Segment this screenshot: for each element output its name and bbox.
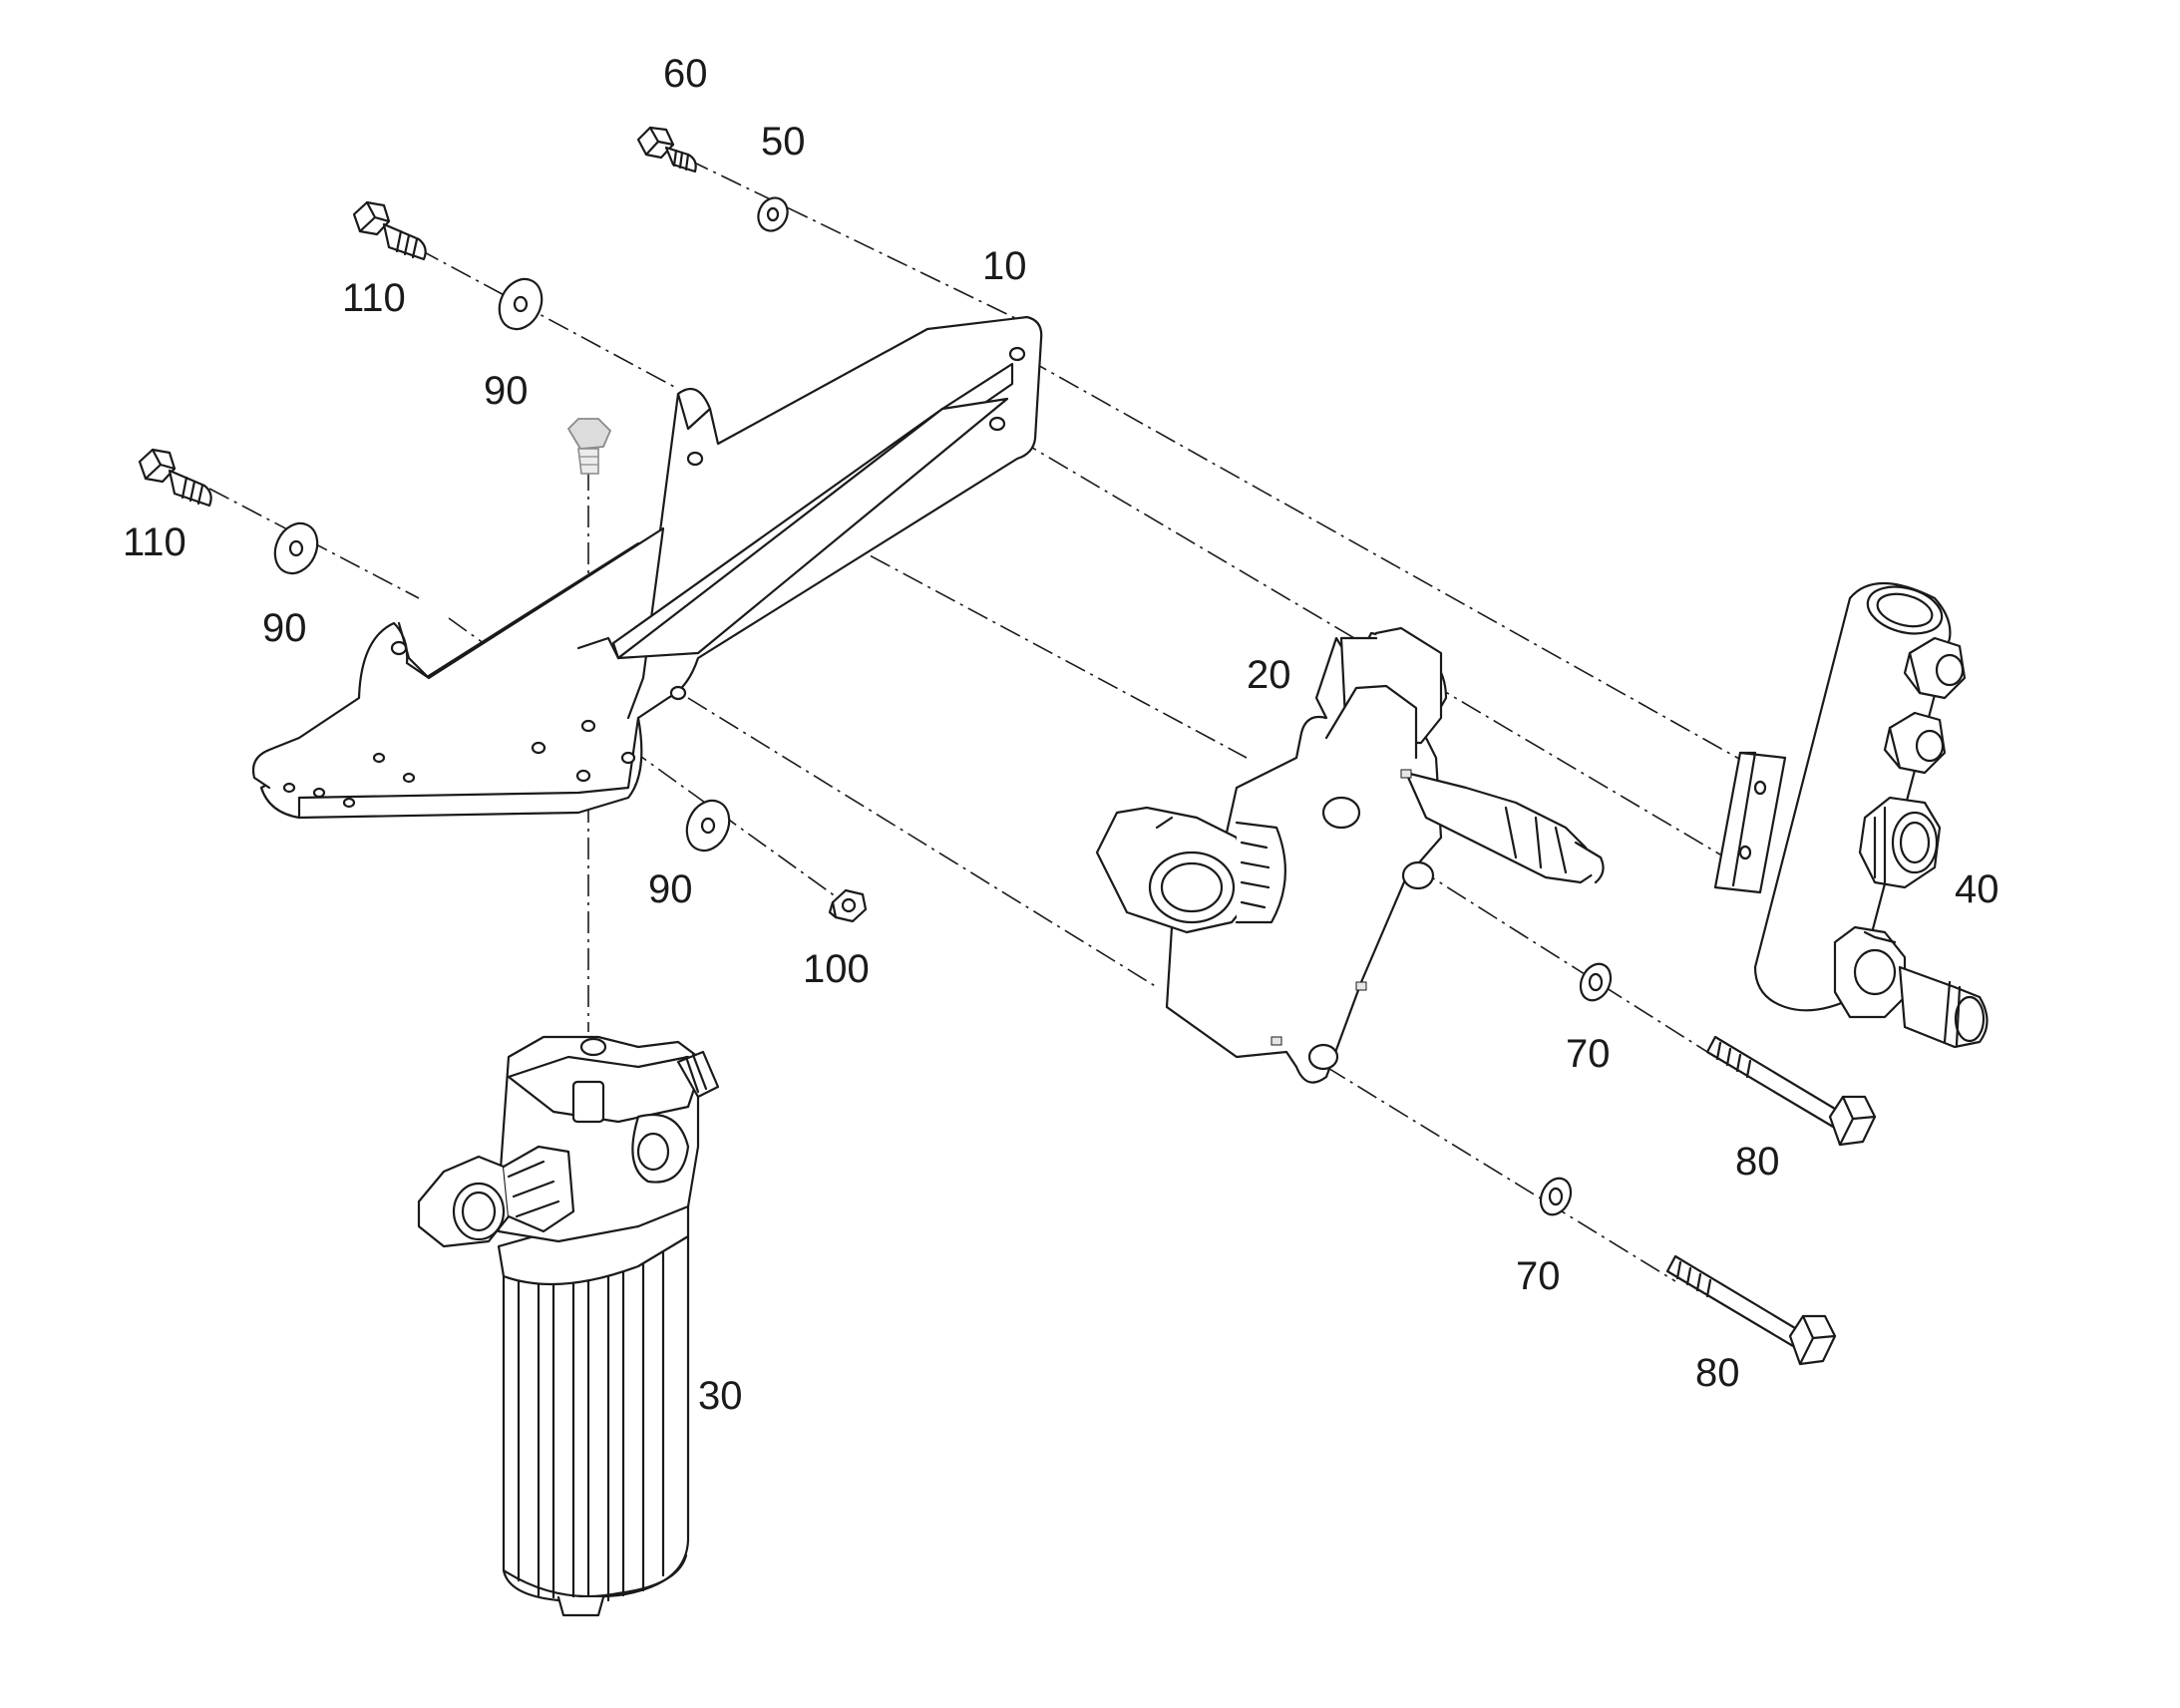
callout-100: 100 [803,947,870,991]
bolt-part-80-lower [1665,1254,1837,1366]
callout-20: 20 [1247,653,1291,697]
gray-bolt [566,418,612,475]
bolt-part-110-upper [352,200,427,261]
washer-part-50 [757,196,789,232]
callout-110-upper: 110 [342,276,406,320]
callout-70-lower: 70 [1516,1254,1561,1298]
callout-60: 60 [663,52,708,96]
callout-30: 30 [698,1374,743,1418]
callout-80-lower: 80 [1695,1351,1740,1395]
bolt-part-60 [636,126,697,173]
washer-part-90-c [685,799,731,853]
callout-90-c: 90 [648,867,693,911]
washer-part-90-a [498,277,544,331]
callout-labels: 60 50 10 110 90 110 90 20 90 100 40 70 8… [123,52,1999,1418]
nut-part-100 [828,888,868,923]
callout-10: 10 [982,244,1027,288]
washer-part-70-lower [1539,1177,1573,1216]
bolt-part-80-upper [1705,1035,1877,1147]
washer-part-90-b [273,521,319,575]
manifold-part-40 [1713,581,1989,1049]
callout-90-a: 90 [484,369,529,413]
valve-block-part-20 [1095,626,1605,1084]
callout-70-upper: 70 [1566,1032,1611,1076]
bracket-part-10 [251,315,1043,820]
callout-80-upper: 80 [1735,1140,1780,1184]
bolt-part-110-lower [138,448,212,508]
callout-90-b: 90 [262,606,307,650]
washer-part-70-upper [1579,962,1613,1002]
callout-110-lower: 110 [123,520,186,564]
callout-50: 50 [761,120,806,164]
callout-40: 40 [1955,867,1999,911]
filter-part-30 [417,1035,720,1617]
